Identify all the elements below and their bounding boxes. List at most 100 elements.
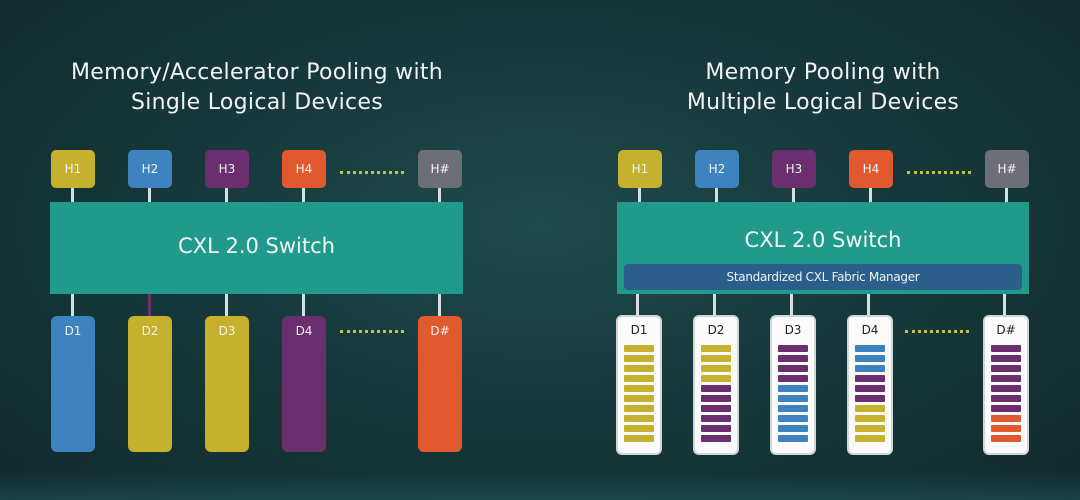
memory-slice: [624, 405, 654, 412]
left-host-2: H2: [128, 150, 172, 188]
memory-slice: [855, 385, 885, 392]
left-title-line2: Single Logical Devices: [130, 90, 384, 115]
right-device-connector: [867, 294, 870, 316]
memory-slice: [701, 345, 731, 352]
left-host-1: H1: [51, 150, 95, 188]
left-device-connector: [438, 294, 441, 316]
memory-slice: [855, 435, 885, 442]
memory-slice: [624, 425, 654, 432]
right-cxl-switch: CXL 2.0 Switch Standardized CXL Fabric M…: [617, 202, 1029, 294]
right-host-connector: [1005, 188, 1008, 202]
memory-slice: [991, 355, 1021, 362]
left-host-label: H4: [295, 162, 313, 176]
right-device-5: D#: [983, 315, 1029, 455]
left-device-connector: [302, 294, 305, 316]
memory-slice: [855, 425, 885, 432]
memory-slice: [991, 405, 1021, 412]
memory-slice: [855, 395, 885, 402]
memory-slice: [701, 435, 731, 442]
left-device-3: D3: [205, 316, 249, 452]
right-hosts-ellipsis: [907, 171, 971, 174]
memory-slice: [991, 365, 1021, 372]
memory-slice: [855, 375, 885, 382]
right-devices-ellipsis: [905, 330, 969, 333]
memory-slice: [778, 375, 808, 382]
left-host-connector: [225, 188, 228, 202]
memory-slice: [624, 345, 654, 352]
background-glow: [0, 470, 1080, 500]
left-host-connector: [438, 188, 441, 202]
memory-slice: [991, 415, 1021, 422]
left-host-3: H3: [205, 150, 249, 188]
memory-slice: [991, 345, 1021, 352]
right-host-3: H3: [772, 150, 816, 188]
memory-slice: [701, 355, 731, 362]
left-diagram-title: Memory/Accelerator Pooling with Single L…: [7, 58, 507, 118]
memory-slice: [778, 415, 808, 422]
right-device-2: D2: [693, 315, 739, 455]
right-device-1: D1: [616, 315, 662, 455]
memory-slices: [701, 345, 731, 442]
memory-slices: [855, 345, 885, 442]
right-host-label: H4: [862, 162, 880, 176]
memory-slice: [778, 355, 808, 362]
left-switch-label: CXL 2.0 Switch: [178, 234, 335, 258]
right-device-connector: [713, 294, 716, 316]
left-devices-ellipsis: [340, 330, 404, 333]
memory-slice: [991, 375, 1021, 382]
memory-slice: [624, 375, 654, 382]
left-host-4: H4: [282, 150, 326, 188]
memory-slice: [701, 425, 731, 432]
memory-slice: [701, 365, 731, 372]
right-host-connector: [638, 188, 641, 202]
memory-slice: [778, 345, 808, 352]
left-device-label: D1: [64, 324, 82, 338]
memory-slice: [778, 435, 808, 442]
right-host-connector: [715, 188, 718, 202]
left-host-connector: [302, 188, 305, 202]
right-host-label: H1: [631, 162, 649, 176]
memory-slices: [624, 345, 654, 442]
right-host-connector: [792, 188, 795, 202]
memory-slice: [624, 385, 654, 392]
left-host-label: H2: [141, 162, 159, 176]
right-title-line2: Multiple Logical Devices: [686, 90, 960, 115]
memory-slice: [624, 365, 654, 372]
memory-slice: [991, 425, 1021, 432]
memory-slices: [991, 345, 1021, 442]
right-host-label: H3: [785, 162, 803, 176]
right-diagram-title: Memory Pooling with Multiple Logical Dev…: [573, 58, 1073, 118]
memory-slice: [778, 395, 808, 402]
right-device-label: D2: [707, 323, 725, 337]
memory-slice: [991, 435, 1021, 442]
right-title-line1: Memory Pooling with: [705, 60, 941, 85]
memory-slice: [855, 365, 885, 372]
memory-slice: [624, 415, 654, 422]
left-device-label: D4: [295, 324, 313, 338]
right-device-4: D4: [847, 315, 893, 455]
memory-slice: [624, 355, 654, 362]
left-title-line1: Memory/Accelerator Pooling with: [70, 60, 444, 85]
memory-slice: [778, 425, 808, 432]
right-device-3: D3: [770, 315, 816, 455]
left-device-connector: [225, 294, 228, 316]
right-host-connector: [869, 188, 872, 202]
right-host-1: H1: [618, 150, 662, 188]
memory-slice: [855, 355, 885, 362]
left-device-connector: [148, 294, 151, 316]
left-hosts-ellipsis: [340, 171, 404, 174]
left-device-connector: [71, 294, 74, 316]
right-host-5: H#: [985, 150, 1029, 188]
right-device-label: D4: [861, 323, 879, 337]
memory-slices: [778, 345, 808, 442]
left-device-2: D2: [128, 316, 172, 452]
memory-slice: [991, 395, 1021, 402]
right-device-connector: [636, 294, 639, 316]
left-host-5: H#: [418, 150, 462, 188]
right-device-connector: [1003, 294, 1006, 316]
left-host-connector: [148, 188, 151, 202]
memory-slice: [624, 395, 654, 402]
right-host-label: H#: [997, 162, 1017, 176]
memory-slice: [778, 385, 808, 392]
memory-slice: [701, 415, 731, 422]
